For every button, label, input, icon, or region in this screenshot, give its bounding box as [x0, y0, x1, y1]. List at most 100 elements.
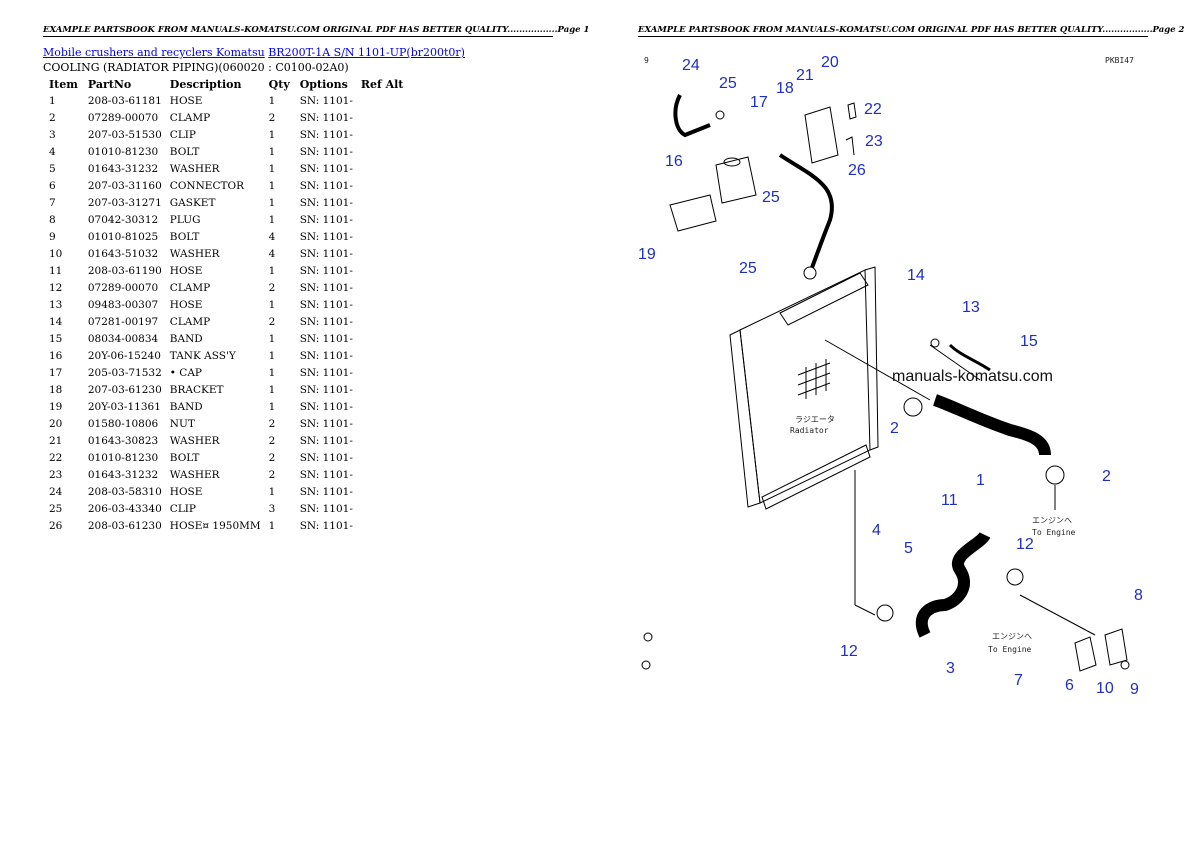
description-cell: BAND	[169, 400, 203, 413]
options-cell: SN: 1101-	[299, 264, 353, 277]
description-cell: WASHER	[169, 247, 220, 260]
qty-cell: 1	[268, 94, 276, 107]
qty-cell: 2	[268, 417, 276, 430]
item-cell: 8	[49, 213, 56, 226]
bolt-9-icon	[1120, 660, 1130, 670]
leader-line	[854, 604, 876, 616]
partno-cell: 207-03-51530	[87, 128, 162, 141]
callout-12: 12	[1016, 536, 1034, 553]
description-cell: HOSE	[169, 94, 203, 107]
exploded-parts-diagram: 9 PKBI47 manuals-komatsu.com ラジエータ Radia…	[638, 54, 1143, 698]
options-cell: SN: 1101-	[299, 128, 353, 141]
options-cell: SN: 1101-	[299, 366, 353, 379]
tank-assy	[715, 156, 757, 204]
ref-alt-cell	[357, 262, 410, 279]
qty-cell: 1	[268, 196, 276, 209]
table-header-row: Item PartNo Description Qty Options Ref …	[45, 77, 409, 92]
description-cell: BOLT	[169, 451, 200, 464]
qty-cell: 1	[268, 383, 276, 396]
radiator-bottom-tank	[761, 444, 871, 510]
callout-9: 9	[1130, 681, 1139, 698]
ref-alt-cell	[357, 449, 410, 466]
partno-cell: 208-03-61230	[87, 519, 162, 532]
item-cell: 12	[49, 281, 63, 294]
partno-cell: 01010-81230	[87, 451, 159, 464]
callout-12: 12	[840, 643, 858, 660]
breadcrumb: Mobile crushers and recyclers Komatsu BR…	[43, 46, 465, 59]
qty-cell: 2	[268, 111, 276, 124]
diagram-corner-left: 9	[644, 56, 649, 65]
partno-cell: 01643-30823	[87, 434, 159, 447]
callout-2: 2	[1102, 468, 1111, 485]
ref-alt-cell	[357, 279, 410, 296]
callout-1: 1	[976, 472, 985, 489]
options-cell: SN: 1101-	[299, 281, 353, 294]
item-cell: 6	[49, 179, 56, 192]
nut-20	[847, 102, 857, 120]
fitting-icon	[641, 660, 651, 670]
description-cell: NUT	[169, 417, 195, 430]
hose-11	[915, 531, 991, 638]
description-cell: CONNECTOR	[169, 179, 245, 192]
callout-18: 18	[776, 80, 794, 97]
item-cell: 20	[49, 417, 63, 430]
hose-1	[932, 394, 1051, 456]
item-cell: 7	[49, 196, 56, 209]
callout-10: 10	[1096, 680, 1114, 697]
diagram-corner-right: PKBI47	[1105, 56, 1134, 65]
leader-line	[1019, 594, 1096, 636]
partno-cell: 07281-00197	[87, 315, 159, 328]
options-cell: SN: 1101-	[299, 230, 353, 243]
clip-25-icon	[715, 110, 725, 120]
item-cell: 5	[49, 162, 56, 175]
item-cell: 26	[49, 519, 63, 532]
leader-line	[929, 344, 981, 381]
qty-cell: 1	[268, 366, 276, 379]
options-cell: SN: 1101-	[299, 315, 353, 328]
partno-cell: 206-03-43340	[87, 502, 162, 515]
parts-table: Item PartNo Description Qty Options Ref …	[45, 77, 409, 534]
hose-24	[673, 94, 711, 138]
col-ref-alt: Ref Alt	[360, 78, 404, 91]
description-cell: CLIP	[169, 502, 197, 515]
clamp-2-icon	[1045, 465, 1065, 485]
breadcrumb-link-model-family[interactable]: Mobile crushers and recyclers Komatsu	[43, 46, 265, 59]
item-cell: 11	[49, 264, 63, 277]
partno-cell: 207-03-31271	[87, 196, 162, 209]
clip-25-icon	[803, 266, 817, 280]
description-cell: WASHER	[169, 162, 220, 175]
callout-19: 19	[638, 246, 656, 263]
description-cell: BOLT	[169, 230, 200, 243]
hose-26	[778, 153, 834, 274]
description-cell: BAND	[169, 332, 203, 345]
qty-cell: 1	[268, 349, 276, 362]
description-cell: HOSE	[169, 264, 203, 277]
callout-11: 11	[941, 492, 958, 509]
callout-26: 26	[848, 162, 866, 179]
radiator-top-tank	[779, 272, 869, 326]
qty-cell: 4	[268, 230, 276, 243]
ref-alt-cell	[357, 160, 410, 177]
options-cell: SN: 1101-	[299, 383, 353, 396]
breadcrumb-link-model[interactable]: BR200T-1A S/N 1101-UP(br200t0r)	[268, 46, 465, 59]
item-cell: 9	[49, 230, 56, 243]
item-cell: 1	[49, 94, 56, 107]
description-cell: BOLT	[169, 145, 200, 158]
qty-cell: 1	[268, 485, 276, 498]
partno-cell: 01643-51032	[87, 247, 159, 260]
qty-cell: 2	[268, 468, 276, 481]
radiator-label-jp: ラジエータ	[795, 415, 835, 424]
callout-8: 8	[1134, 587, 1143, 604]
right-page: EXAMPLE PARTSBOOK FROM MANUALS-KOMATSU.C…	[595, 0, 1190, 842]
qty-cell: 1	[268, 213, 276, 226]
